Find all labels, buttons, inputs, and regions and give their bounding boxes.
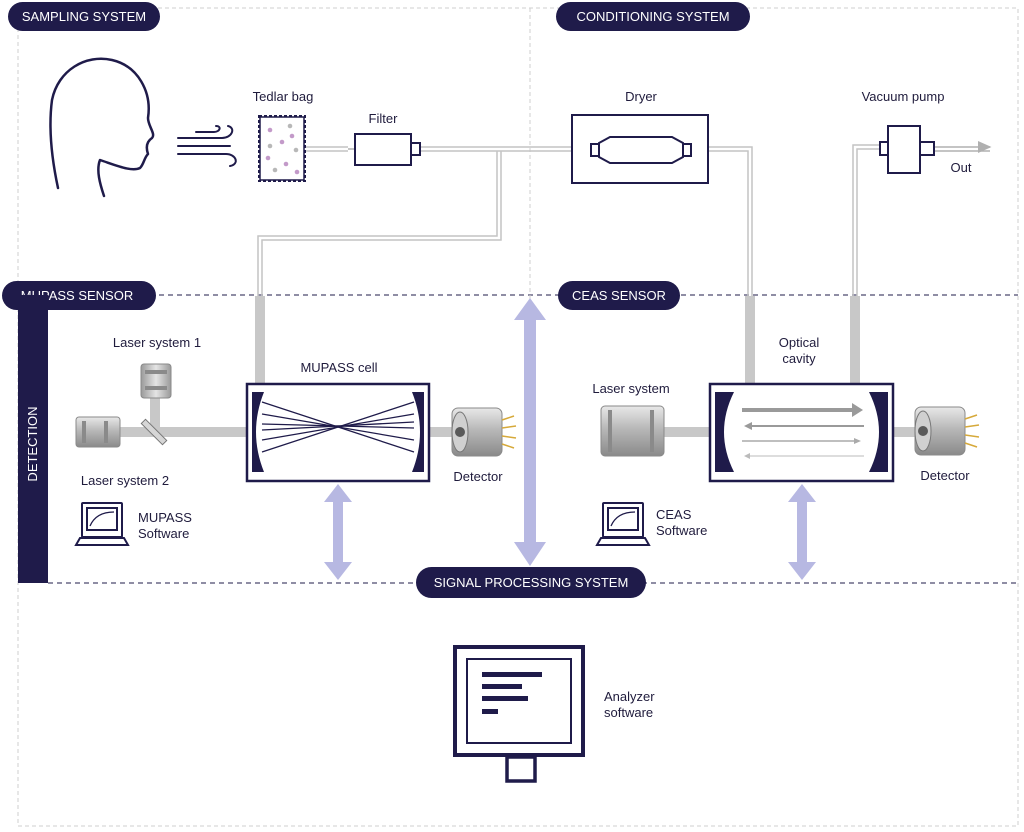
analyzer-software-label-line2: software	[604, 705, 653, 720]
dryer	[571, 114, 709, 184]
gas-pipes	[257, 141, 992, 300]
signal-processing-pill: SIGNAL PROCESSING SYSTEM	[416, 567, 646, 598]
out-label: Out	[951, 160, 972, 175]
ceas-software-label-line2: Software	[656, 523, 707, 538]
mupass-detector	[451, 407, 517, 457]
optical-cavity	[708, 382, 895, 483]
breath-airflow-icon	[177, 125, 237, 167]
laser-system-2-label: Laser system 2	[81, 473, 169, 488]
detection-bar: DETECTION	[18, 295, 48, 583]
analyzer-software-label-line1: Analyzer	[604, 689, 655, 704]
ceas-laser-system	[600, 405, 665, 457]
conditioning-system-pill: CONDITIONING SYSTEM	[556, 2, 750, 31]
ceas-signal-arrow	[788, 484, 816, 580]
ceas-detector-label: Detector	[920, 468, 970, 483]
dryer-label: Dryer	[625, 89, 657, 104]
tedlar-bag-label: Tedlar bag	[253, 89, 314, 104]
mupass-detector-label: Detector	[453, 469, 503, 484]
mupass-software-label-line2: Software	[138, 526, 189, 541]
mupass-software-laptop-icon	[74, 502, 130, 546]
filter-label: Filter	[369, 111, 399, 126]
ceas-beam	[664, 427, 915, 437]
ceas-software-label-line1: CEAS	[656, 507, 692, 522]
filter	[348, 133, 421, 166]
conditioning-system-label: CONDITIONING SYSTEM	[576, 9, 729, 24]
mupass-sensor-label: MUPASS SENSOR	[21, 288, 133, 303]
mupass-signal-arrow	[324, 484, 352, 580]
analyzer-monitor-icon	[453, 645, 585, 783]
optical-cavity-label-line2: cavity	[782, 351, 816, 366]
analyzer-screen-bars	[482, 672, 542, 714]
beam-splitter	[140, 418, 168, 446]
human-head-icon	[49, 57, 155, 198]
laser-system-2	[75, 416, 121, 448]
ceas-laser-system-label: Laser system	[592, 381, 669, 396]
tedlar-bag	[258, 115, 306, 182]
signal-arrows	[324, 298, 816, 580]
mupass-cell	[245, 382, 431, 483]
sampling-system-pill: SAMPLING SYSTEM	[8, 2, 160, 31]
ceas-sensor-label: CEAS SENSOR	[572, 288, 666, 303]
optical-cavity-label-line1: Optical	[779, 335, 820, 350]
signal-processing-label: SIGNAL PROCESSING SYSTEM	[434, 575, 629, 590]
mupass-cell-label: MUPASS cell	[300, 360, 377, 375]
detection-pipes	[255, 296, 860, 384]
ceas-detector	[914, 406, 980, 456]
ceas-sensor-pill: CEAS SENSOR	[558, 281, 680, 310]
ceas-software-laptop-icon	[595, 502, 651, 546]
detection-label: DETECTION	[25, 406, 40, 481]
central-signal-arrow	[514, 298, 546, 566]
laser-system-1-label: Laser system 1	[113, 335, 201, 350]
vacuum-pump	[879, 125, 935, 174]
mupass-software-label-line1: MUPASS	[138, 510, 192, 525]
vacuum-pump-label: Vacuum pump	[862, 89, 945, 104]
mupass-beam	[120, 396, 452, 437]
sampling-system-label: SAMPLING SYSTEM	[22, 9, 146, 24]
laser-system-1	[140, 363, 172, 399]
sample-particles	[265, 123, 300, 175]
